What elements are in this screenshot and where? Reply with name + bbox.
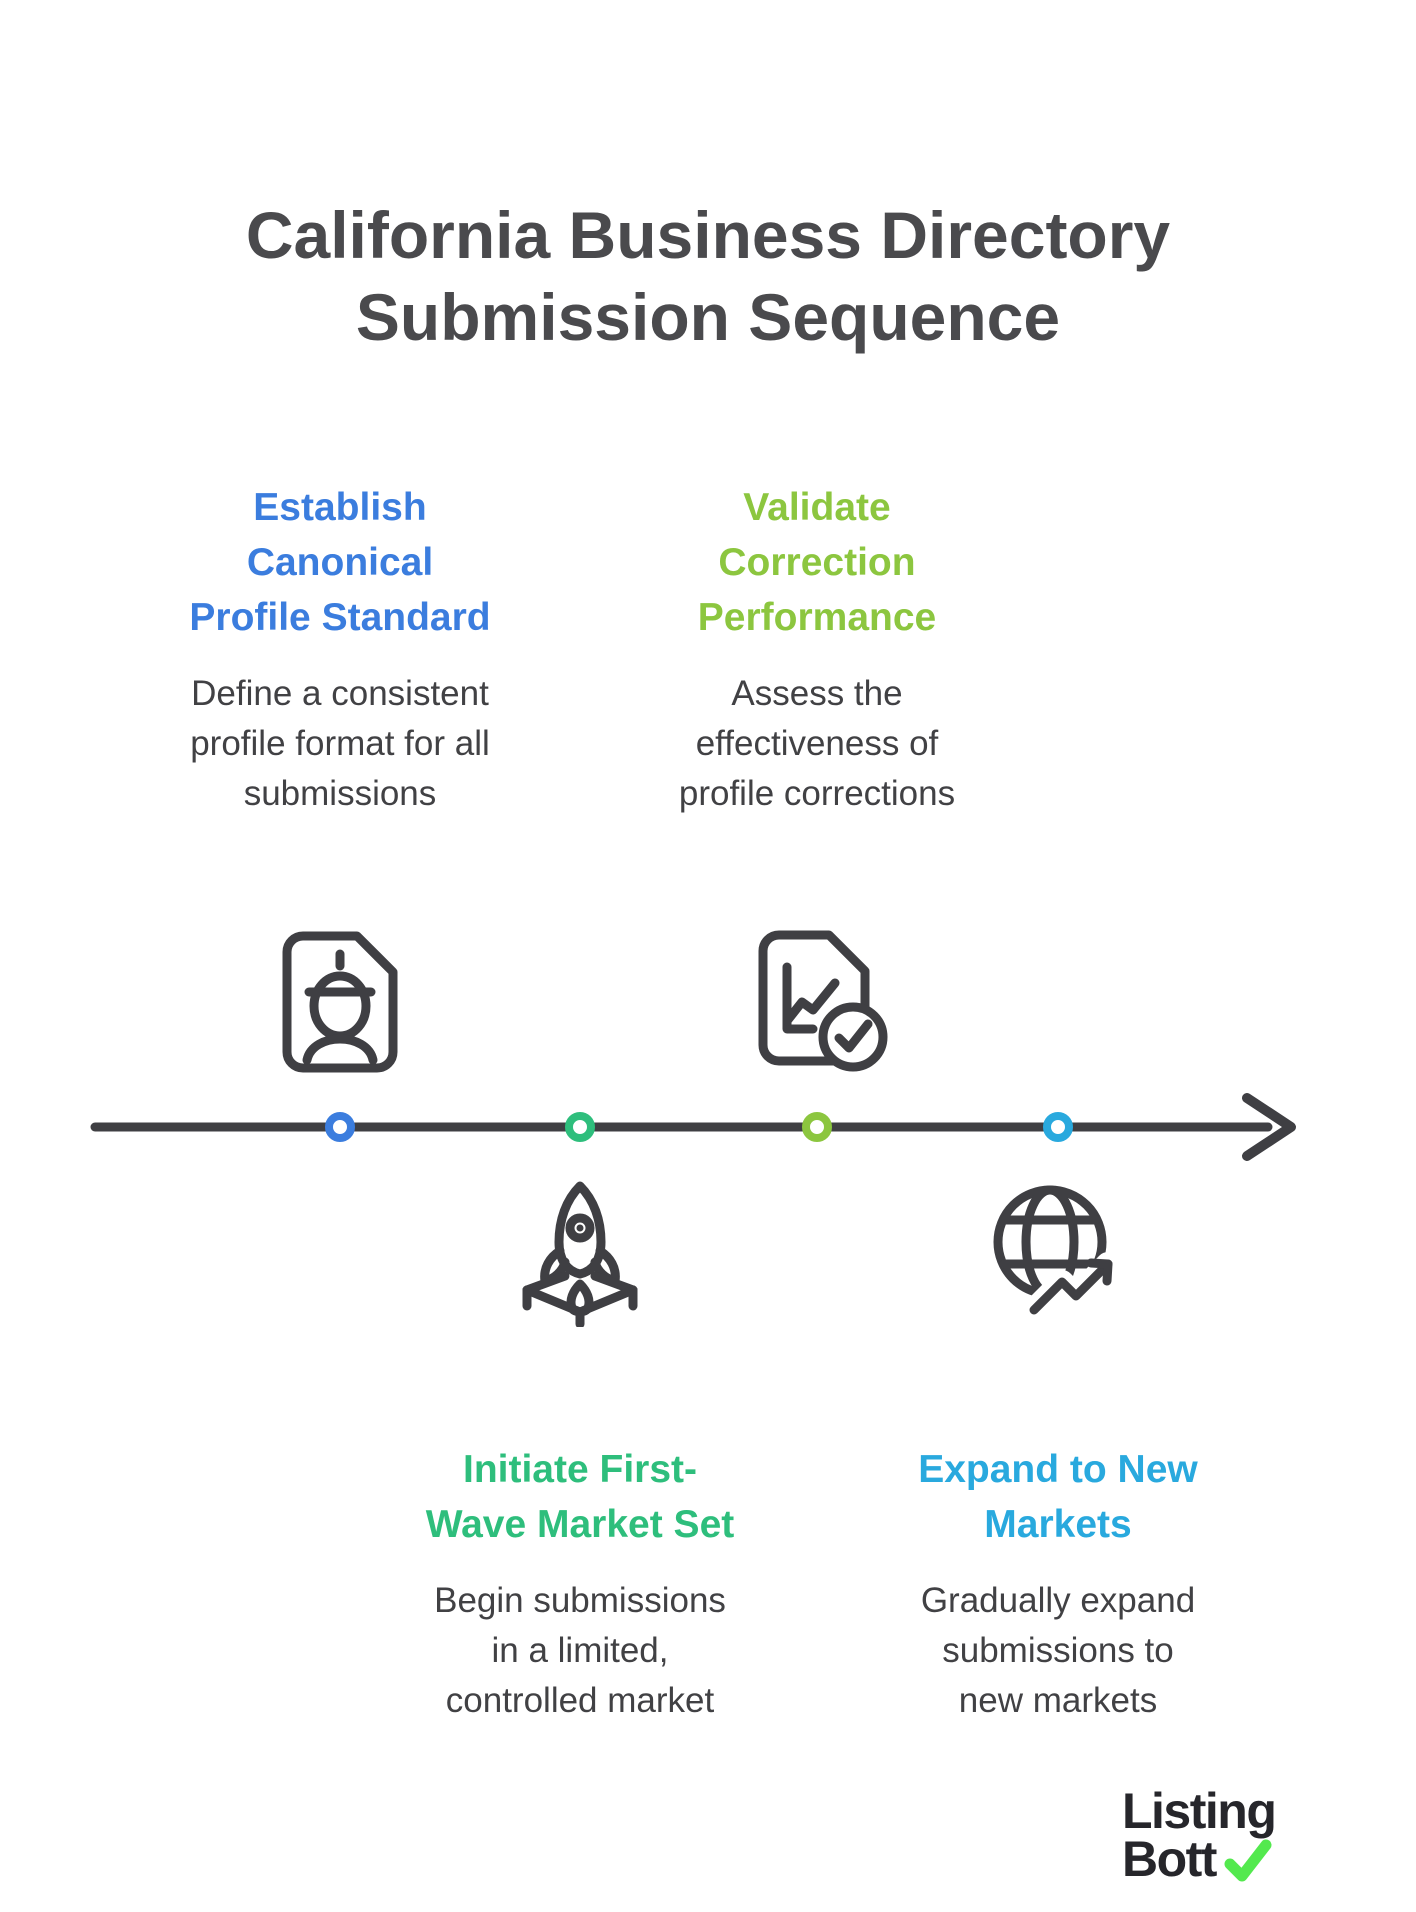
timeline-node-initiate [565, 1112, 595, 1142]
logo-check-icon [1224, 1839, 1272, 1882]
step-initiate-title: Initiate First- Wave Market Set [425, 1448, 735, 1546]
step-validate-title: Validate Correction Performance [697, 486, 937, 639]
step-establish-title: Establish Canonical Profile Standard [189, 486, 491, 639]
logo-line1: Listing [1122, 1783, 1277, 1839]
engineer-profile-document-icon [282, 931, 398, 1073]
chart-check-document-icon [758, 930, 888, 1072]
step-establish: Establish Canonical Profile Standard Def… [105, 480, 575, 819]
step-validate: Validate Correction Performance Assess t… [582, 480, 1052, 819]
step-validate-description: Assess the effectiveness of profile corr… [678, 674, 956, 813]
step-expand: Expand to New Markets Gradually expand s… [823, 1442, 1293, 1726]
rocket-launch-icon [522, 1181, 638, 1327]
step-initiate-description: Begin submissions in a limited, controll… [434, 1581, 726, 1720]
globe-growth-icon [993, 1185, 1120, 1322]
step-expand-description: Gradually expand submissions to new mark… [920, 1581, 1196, 1720]
timeline-node-establish [325, 1112, 355, 1142]
listingbott-logo: Listing Bott [1122, 1783, 1277, 1887]
step-initiate: Initiate First- Wave Market Set Begin su… [345, 1442, 815, 1726]
step-expand-title: Expand to New Markets [918, 1448, 1198, 1546]
logo-line2: Bott [1122, 1831, 1217, 1887]
timeline-node-validate [802, 1112, 832, 1142]
step-establish-description: Define a consistent profile format for a… [190, 674, 490, 813]
timeline-node-expand [1043, 1112, 1073, 1142]
timeline-arrow [90, 1093, 1296, 1161]
page-title: California Business Directory Submission… [245, 198, 1171, 355]
